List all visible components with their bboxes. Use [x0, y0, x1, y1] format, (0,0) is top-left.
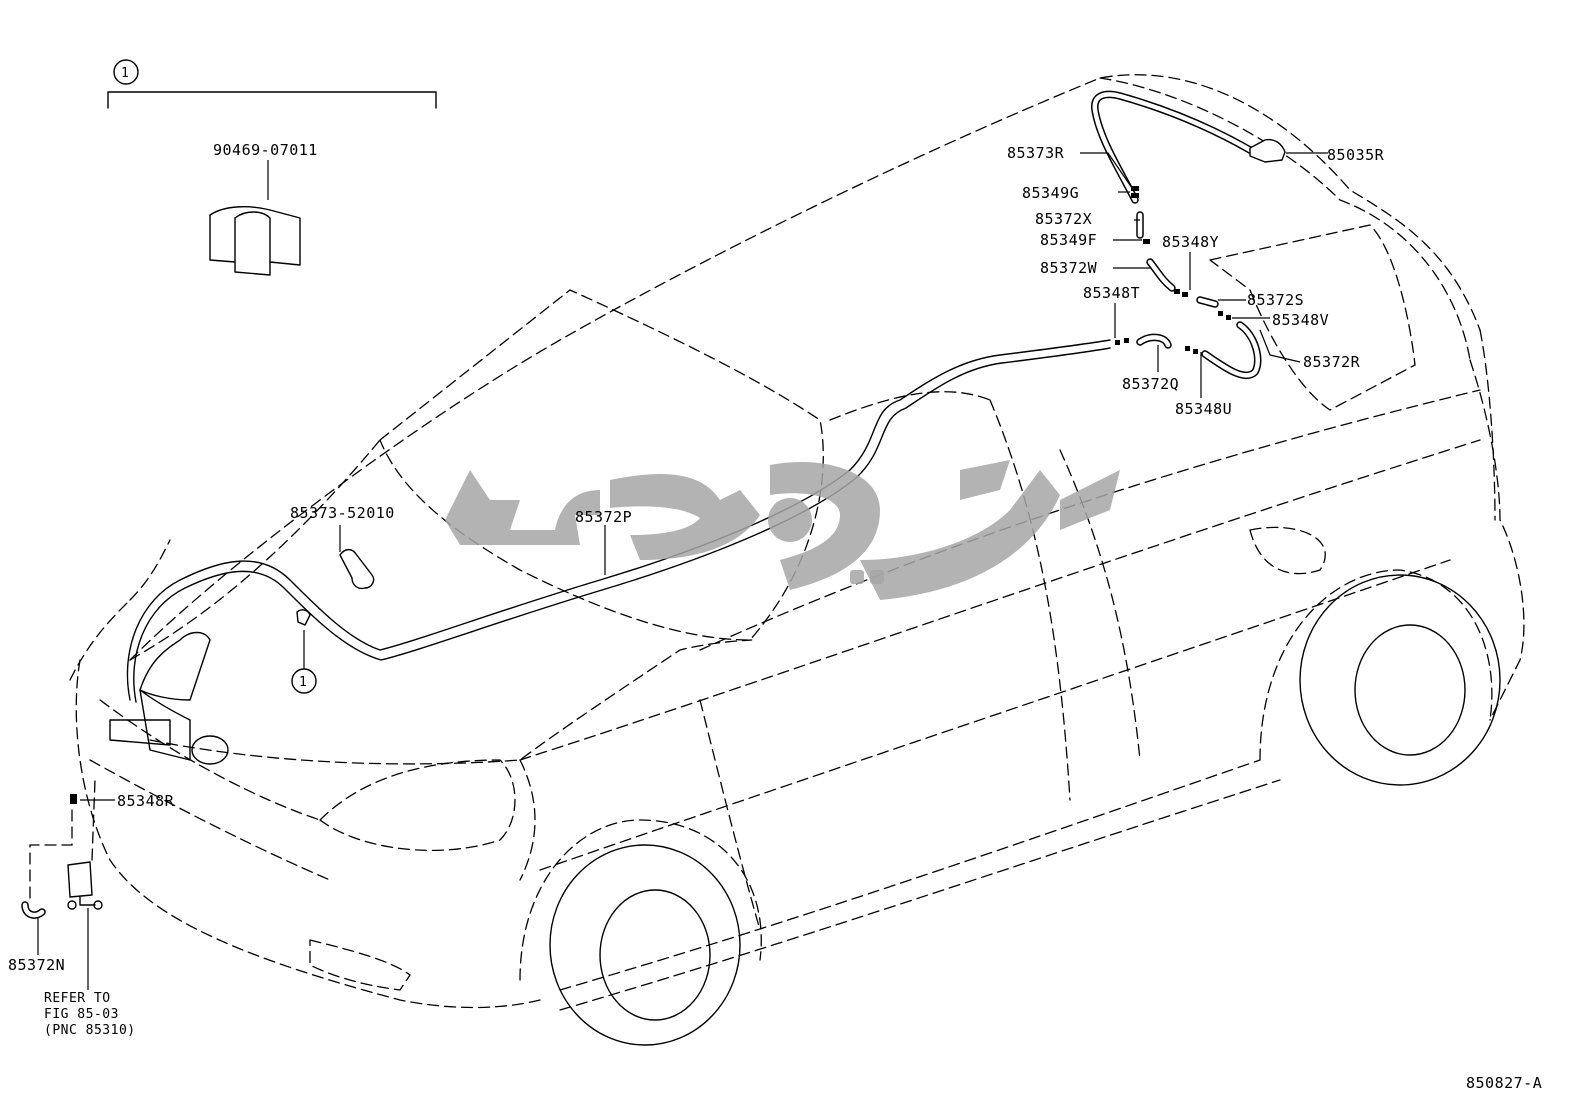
label-cap: 85373-52010 [290, 504, 395, 522]
reference-note-line1: REFER TO [44, 991, 111, 1006]
label-hose-x: 85372X [1035, 210, 1092, 228]
label-hose-s: 85372S [1247, 291, 1304, 309]
arabic-script-watermark-icon [445, 460, 1120, 600]
front-hose-dashed-route [29, 809, 73, 901]
label-joint-f: 85349F [1040, 231, 1097, 249]
label-clip: 90469-07011 [213, 141, 318, 159]
clip-part [209, 206, 301, 276]
washer-reservoir [109, 631, 229, 765]
front-washer-hose [126, 339, 1111, 703]
part-labels: 90469-07011 85373-52010 85372P 85373R 85… [8, 141, 1542, 1092]
label-check-v: 85348V [1272, 311, 1329, 329]
callout-marker-hood: 1 [299, 675, 307, 690]
callout-marker-top: 1 [121, 66, 129, 81]
car-body-outline [69, 74, 1525, 1046]
label-hose-w: 85372W [1040, 259, 1098, 277]
cap-part [296, 548, 375, 626]
diagram-id: 850827-A [1466, 1074, 1542, 1092]
group-bracket: 1 1 [107, 59, 437, 694]
label-rear-top-hose: 85373R [1007, 144, 1065, 162]
label-hose-n: 85372N [8, 956, 65, 974]
label-check-t: 85348T [1083, 284, 1140, 302]
roof-washer-hoses [70, 90, 1286, 804]
reference-note-line2: FIG 85-03 [44, 1007, 119, 1022]
label-check-u: 85348U [1175, 400, 1232, 418]
front-hose-dashed-route-2 [91, 779, 96, 861]
label-check-y: 85348Y [1162, 233, 1219, 251]
label-nozzle: 85035R [1327, 146, 1385, 164]
label-hose-q: 85372Q [1122, 375, 1179, 393]
label-hose-r: 85372R [1303, 353, 1361, 371]
label-joint-g: 85349G [1022, 184, 1079, 202]
leader-lines [37, 152, 1328, 990]
label-check-r: 85348R [117, 792, 175, 810]
label-front-hose: 85372P [575, 508, 632, 526]
washer-pump [21, 861, 103, 919]
reference-note-line3: (PNC 85310) [44, 1023, 136, 1038]
